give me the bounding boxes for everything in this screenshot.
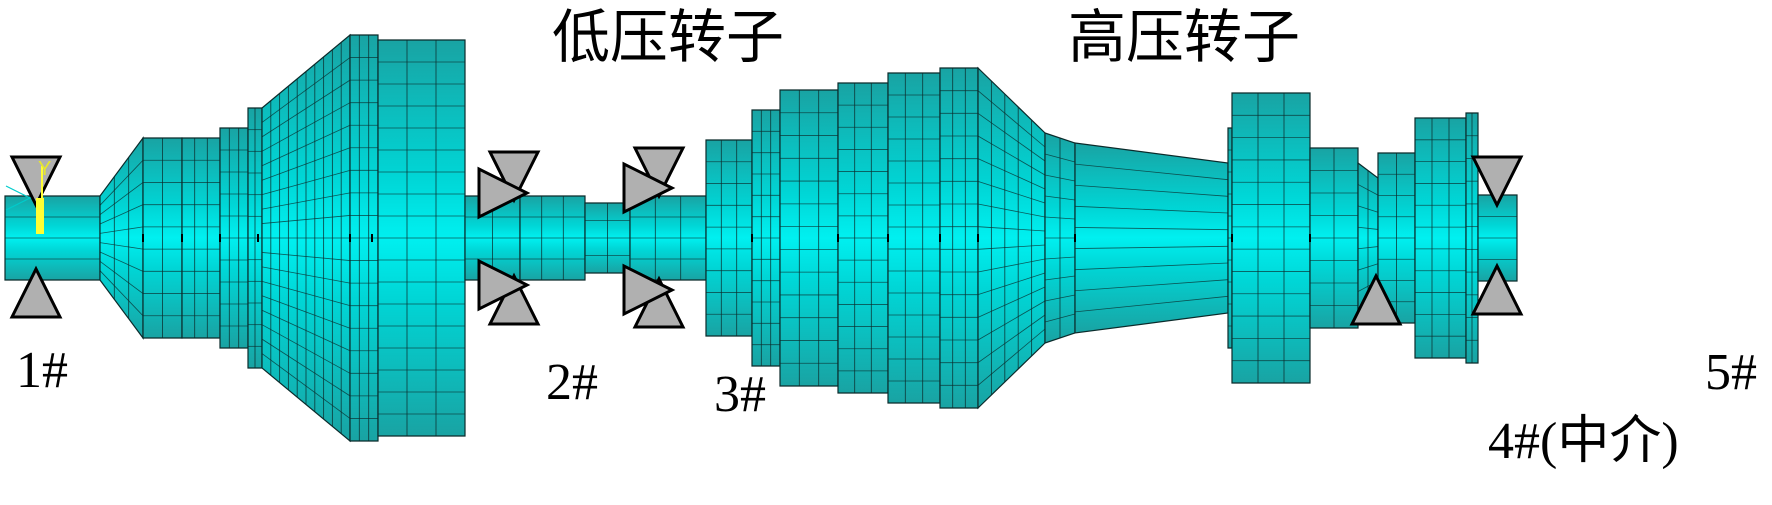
mesh-line (99, 242, 144, 250)
bearing-label-3: 3# (714, 366, 766, 423)
bearing-2-support-left-top (477, 166, 531, 220)
mesh-line (99, 270, 144, 317)
high-pressure-rotor-title: 高压转子 (1068, 3, 1301, 71)
bearing-5-support-bottom (1470, 262, 1524, 316)
rotor-segment (1477, 194, 1518, 282)
bearing-label-4: 4#(中介) (1488, 413, 1679, 470)
mesh-line (99, 251, 144, 272)
rotor-segment (939, 67, 979, 409)
mesh-line (1074, 205, 1229, 214)
mesh-line (977, 203, 1046, 218)
mesh-line (1074, 245, 1229, 249)
rotor-segment (1074, 142, 1229, 334)
coordinate-axis-marker (5, 166, 44, 234)
bearing-2-support-bottom (487, 272, 541, 326)
bearing-2-support-top (487, 150, 541, 204)
rotor-segment (705, 139, 753, 337)
mesh-line (99, 261, 144, 294)
rotor-segment (1231, 92, 1311, 384)
rotor-segment (751, 109, 781, 367)
bearing-2-support-left-bottom (477, 258, 531, 312)
rotor-segment (349, 34, 379, 442)
axis-x-indicator (5, 185, 32, 211)
bearing-supports (9, 146, 1524, 329)
mesh-line (977, 158, 1046, 190)
mesh-line (99, 182, 144, 215)
rotor-segment (1044, 132, 1076, 344)
rotor-segment (837, 82, 889, 394)
rotor-segment (519, 195, 586, 281)
bearing-1-support-bottom (9, 265, 63, 319)
mesh-line (977, 286, 1046, 318)
segment-body (779, 89, 839, 387)
rotor-segment (142, 137, 183, 339)
segment-body (705, 139, 753, 337)
bearing-label-1: 1# (16, 342, 68, 399)
rotor-segment (181, 137, 221, 339)
rotor-segment (629, 195, 707, 281)
rotor-segment (377, 39, 466, 437)
bearing-1-support-top (9, 155, 63, 209)
rotor-segment (219, 127, 249, 349)
segment-body (181, 137, 221, 339)
mesh-line (1074, 262, 1229, 271)
mesh-line (977, 113, 1046, 162)
segment-body (1414, 117, 1467, 359)
mesh-line (977, 300, 1046, 341)
mesh-line (1074, 184, 1229, 197)
rotor-segment (779, 89, 839, 387)
bearing-label-5: 5# (1705, 344, 1757, 401)
mesh-line (977, 328, 1046, 386)
rotor-segment (247, 107, 263, 369)
bearing-label-2: 2# (546, 354, 598, 411)
segment-body (939, 67, 979, 409)
mesh-line (1074, 227, 1229, 231)
rotor-segment (261, 33, 351, 443)
bearing-3-support-left-bottom (622, 263, 676, 317)
bearing-4-support (1349, 272, 1403, 326)
mesh-line (977, 180, 1046, 204)
rotor-segment (1414, 117, 1467, 359)
rotor-segment (584, 202, 631, 274)
rotor-segment (1465, 112, 1479, 364)
mesh-line (977, 90, 1046, 148)
mesh-line (977, 258, 1046, 273)
mesh-line (977, 272, 1046, 296)
rotor-segment (1377, 152, 1416, 324)
mesh-line (977, 244, 1046, 250)
mesh-line (99, 159, 144, 206)
mesh-line (977, 135, 1046, 176)
segment-body (1231, 92, 1311, 384)
bearing-3-support-left-top (622, 161, 676, 215)
mesh-line (99, 226, 144, 234)
rotor-segment (99, 136, 144, 340)
mesh-line (99, 204, 144, 225)
rotor-segment (4, 195, 101, 281)
mesh-line (1074, 279, 1229, 292)
rotor-segment (887, 72, 941, 404)
rotor-segment (1309, 147, 1359, 329)
bearing-5-support-top (1470, 155, 1524, 209)
axis-y-label: Y (38, 158, 52, 180)
mesh-line (977, 226, 1046, 232)
rotor-segment (977, 66, 1046, 410)
mesh-line (1074, 163, 1229, 181)
segment-body (99, 136, 144, 340)
mesh-line (1074, 295, 1229, 313)
low-pressure-rotor-title: 低压转子 (552, 3, 785, 71)
segment-body (887, 72, 941, 404)
bearing-3-support-top (632, 146, 686, 200)
axis-y-bar (36, 198, 44, 234)
mesh-line (977, 314, 1046, 363)
